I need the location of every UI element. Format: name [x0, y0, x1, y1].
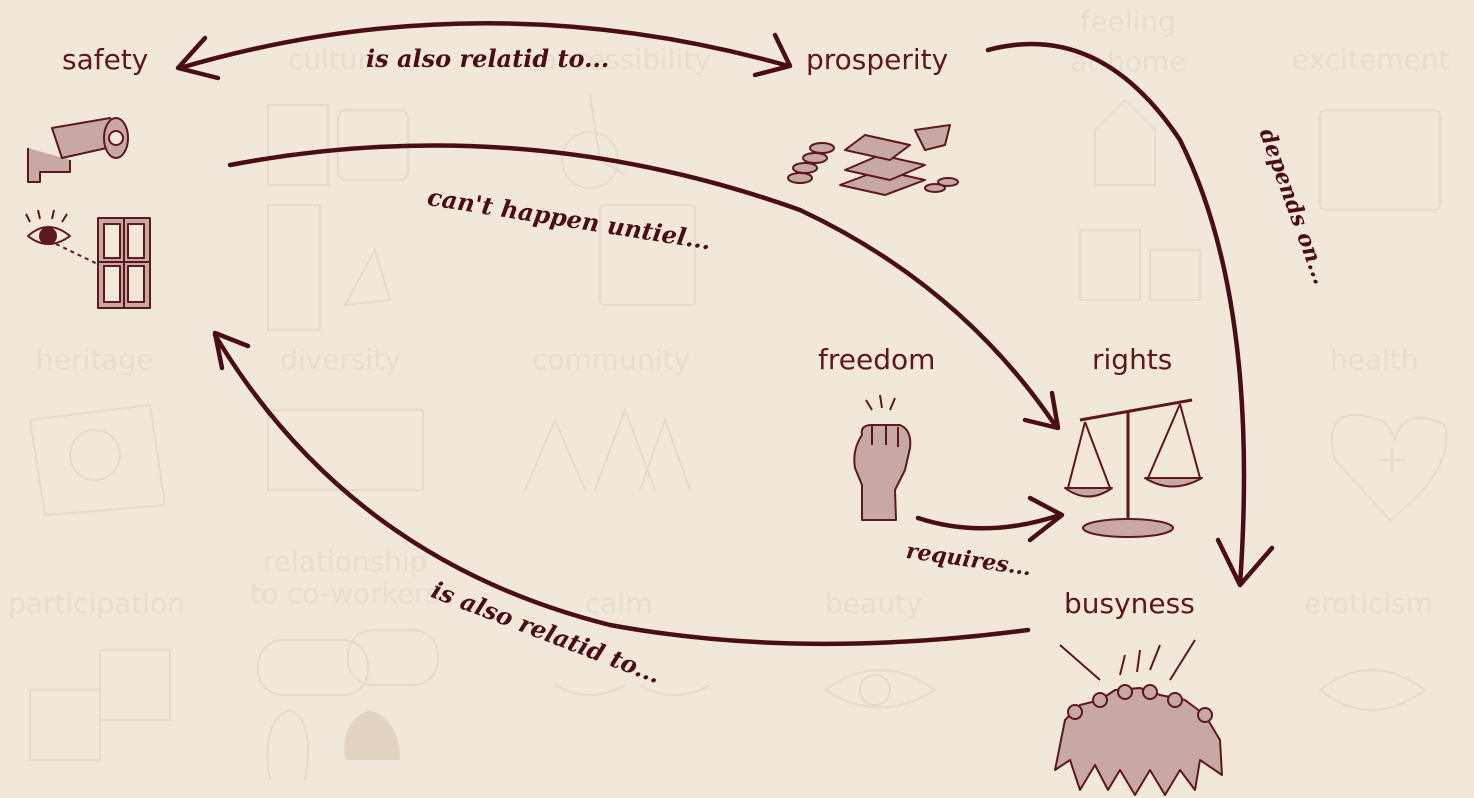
node-safety: safety	[62, 43, 149, 76]
node-eroticism: eroticism	[1304, 587, 1434, 620]
lips-icon	[1318, 669, 1427, 711]
node-prosperity: prosperity	[806, 43, 949, 76]
treasure-map-icon	[1319, 109, 1441, 211]
arrow-safety-rights	[227, 143, 1058, 428]
eye-window-icon	[25, 209, 151, 309]
eye-icon	[823, 669, 937, 709]
speech-bubbles-icon	[257, 629, 439, 781]
person-silhouette-icon	[344, 710, 400, 760]
arrow-freedom-rights	[915, 512, 1063, 531]
node-culture: culture	[288, 43, 386, 76]
house-icon	[1079, 98, 1201, 301]
node-freedom: freedom	[818, 343, 936, 376]
node-diversity: diversity	[280, 343, 401, 376]
node-calm: calm	[585, 587, 653, 620]
node-heritage: heritage	[36, 343, 154, 376]
node-busyness: busyness	[1064, 587, 1195, 620]
node-beauty: beauty	[825, 587, 923, 620]
arrowhead-safety	[175, 35, 221, 81]
arrowhead-rights-from-freedom	[1027, 495, 1065, 543]
wardrobe-icon	[267, 204, 392, 331]
node-accessibility: accessibility	[540, 43, 711, 76]
arrow-safety-prosperity	[177, 21, 788, 71]
arrowhead-rights-from-safety	[1022, 390, 1061, 431]
puzzle-icon	[29, 649, 171, 761]
node-excitement: excitement	[1292, 43, 1450, 76]
arrow-busyness-safety	[212, 332, 1031, 647]
arrowhead-busyness	[1215, 537, 1275, 588]
security-camera-icon	[27, 117, 129, 183]
node-rights: rights	[1092, 343, 1173, 376]
node-health: health	[1330, 343, 1419, 376]
arrowhead-safety-from-busyness	[212, 330, 251, 371]
raised-fist-icon	[853, 394, 912, 521]
node-relationship: relationship to co-workers	[250, 545, 441, 610]
money-stack-icon	[787, 124, 959, 196]
node-participation: participation	[8, 587, 185, 620]
closed-eyes-icon	[554, 684, 711, 696]
crowd-icon	[1054, 639, 1223, 796]
document-icon	[599, 204, 696, 306]
scales-icon	[1064, 398, 1203, 538]
arrow-prosperity-busyness	[985, 41, 1247, 588]
relation-safety-prosperity: is also relatid to...	[366, 44, 610, 73]
heart-cross-icon	[1331, 414, 1448, 522]
node-community: community	[532, 343, 690, 376]
scroll-icon	[28, 403, 167, 517]
community-people-icon	[524, 407, 691, 491]
arrowhead-prosperity	[752, 32, 793, 78]
